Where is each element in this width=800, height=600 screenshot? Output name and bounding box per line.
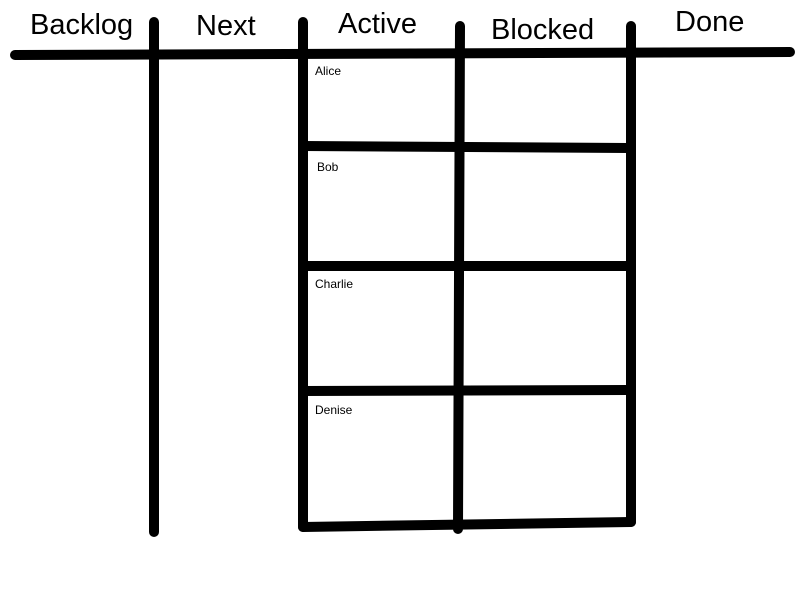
divider-active-blocked <box>453 21 465 534</box>
row-line-3 <box>298 385 633 396</box>
header-divider-line <box>10 47 795 60</box>
row-label-bob: Bob <box>317 160 339 174</box>
column-header-done: Done <box>675 6 745 38</box>
row-line-bottom <box>298 517 636 532</box>
column-header-blocked: Blocked <box>491 14 595 46</box>
column-header-active: Active <box>338 8 417 40</box>
row-label-charlie: Charlie <box>315 277 354 291</box>
row-label-alice: Alice <box>315 64 342 78</box>
row-label-denise: Denise <box>315 403 353 417</box>
column-header-next: Next <box>196 10 256 42</box>
row-line-1 <box>298 141 633 153</box>
column-header-backlog: Backlog <box>30 9 134 41</box>
